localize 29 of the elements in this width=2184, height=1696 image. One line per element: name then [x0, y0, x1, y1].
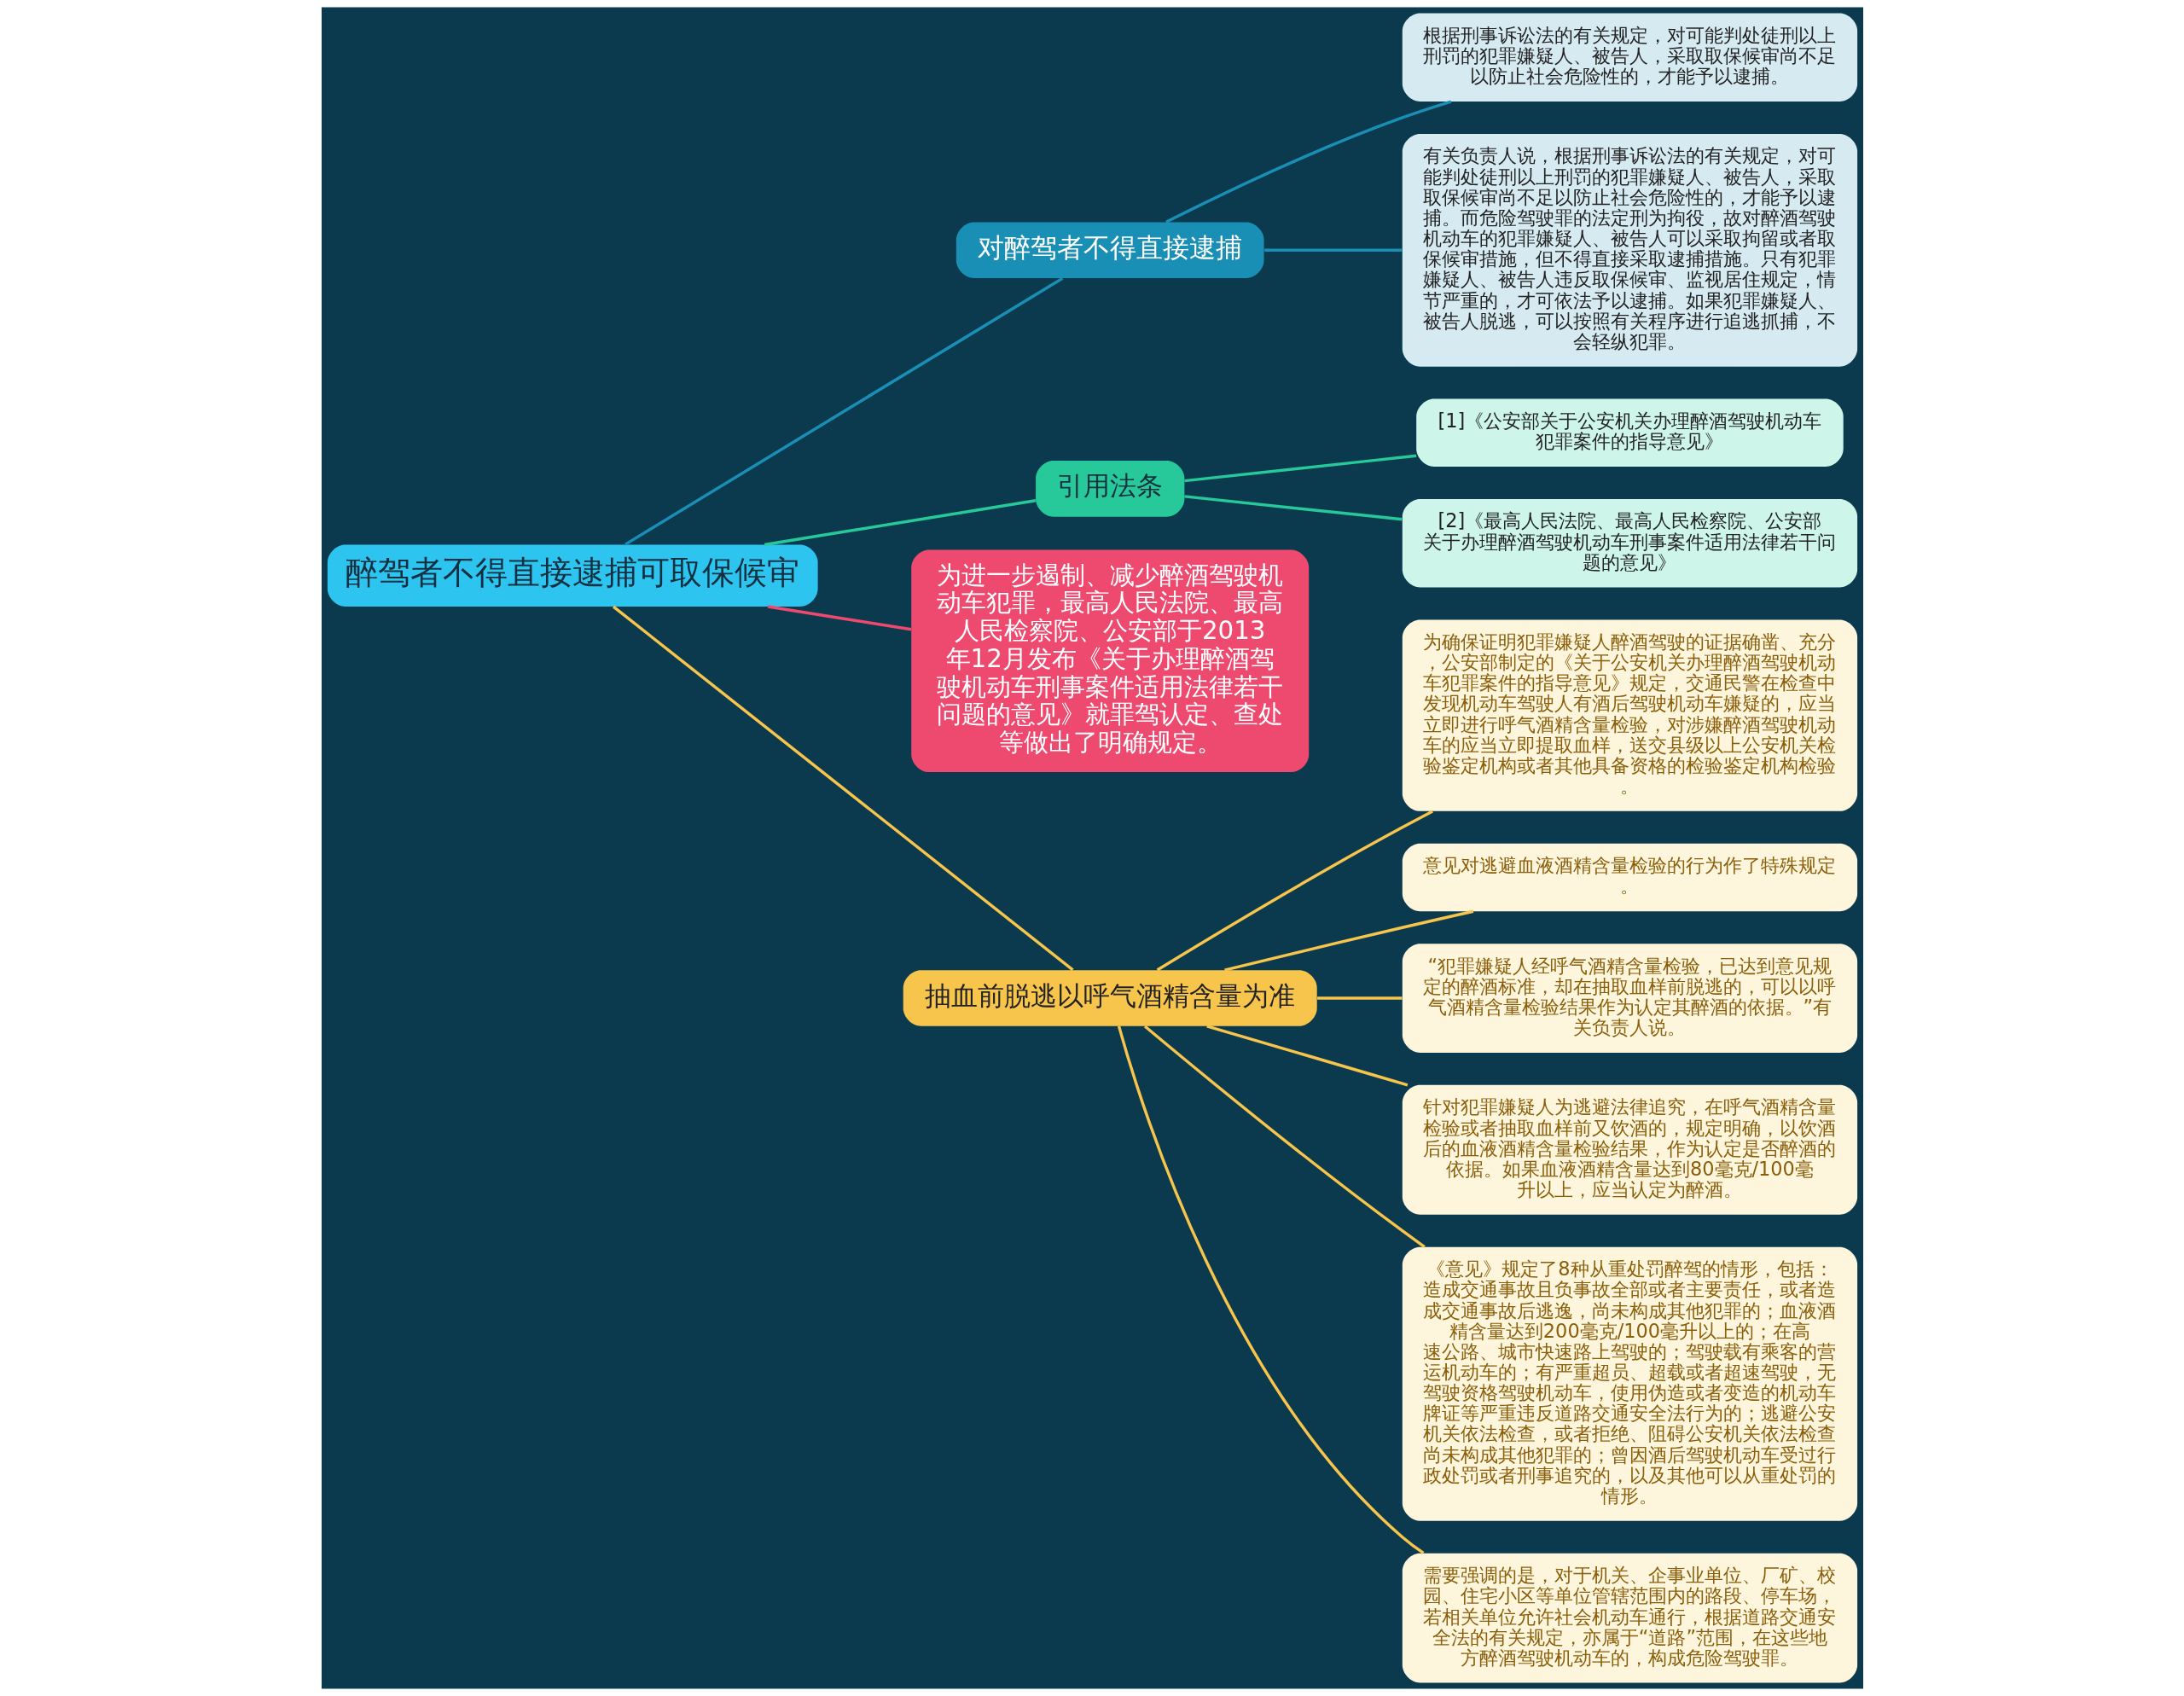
node-box: 《意见》规定了8种从重处罚醉驾的情形，包括：造成交通事故且负事故全部或者主要责任，或者造成交通事故后逃逸，尚未构成其他犯罪的；血液酒精含量达到200毫克/100毫升以上的；在高速公路、城市快速路上驾驶的；驾驶载有乘客的营运机动车的；有严重超员、超载或者超速驾驶，无驾驶资格驾驶机动车，使用伪造或者变造的机动车牌证等严重违反道路交通安全法行为的；逃避公安机关依法检查，或者拒绝、阻碍公安机关依法检查尚未构成其他犯罪的；曾因酒后驾驶机动车受过行政处罚或者刑事追究的，以及其他可以从重处罚的情形。: [1402, 1246, 1857, 1521]
node-box: 意见对逃避血液酒精含量检验的行为作了特殊规定。: [1402, 843, 1857, 912]
connector: [1117, 1025, 1424, 1554]
node-box: [1]《公安部关于公安机关办理醉酒驾驶机动车犯罪案件的指导意见》: [1415, 398, 1844, 467]
node-box: 为进一步遏制、减少醉酒驾驶机动车犯罪，最高人民法院、最高人民检察院、公安部于2013年12月发布《关于办理醉酒驾驶机动车刑事案件适用法律若干问题的意见》就罪驾认定、查处等做出了明确规定。: [910, 549, 1309, 773]
connector: [1183, 495, 1402, 521]
connector: [1205, 1025, 1408, 1087]
node-box: [2]《最高人民法院、最高人民检察院、公安部关于办理醉酒驾驶机动车刑事案件适用法律若干问题的意见》: [1402, 498, 1857, 588]
connector: [1143, 1025, 1426, 1249]
connector: [1156, 810, 1433, 972]
connector: [1316, 996, 1402, 1000]
node-box: 引用法条: [1035, 461, 1184, 517]
connector: [764, 499, 1036, 547]
node-box: 醉驾者不得直接逮捕可取保候审: [327, 544, 818, 607]
node-box: 有关负责人说，根据刑事诉讼法的有关规定，对可能判处徒刑以上刑罚的犯罪嫌疑人、被告人，采取取保候审尚不足以防止社会危险性的，才能予以逮捕。而危险驾驶罪的法定刑为拘役，故对醉酒驾驶机动车的犯罪嫌疑人、被告人可以采取拘留或者取保候审措施，但不得直接采取逮捕措施。只有犯罪嫌疑人、被告人违反取保候审、监视居住规定，情节严重的，才可依法予以逮捕。如果犯罪嫌疑人、被告人脱逃，可以按照有关程序进行追逃抓捕，不会轻纵犯罪。: [1402, 133, 1857, 367]
connector: [1263, 248, 1402, 252]
node-box: 对醉驾者不得直接逮捕: [956, 222, 1264, 279]
connector: [1223, 909, 1473, 972]
node-box: 为确保证明犯罪嫌疑人醉酒驾驶的证据确凿、充分，公安部制定的《关于公安机关办理醉酒驾驶机动车犯罪案件的指导意见》规定，交通民警在检查中发现机动车驾驶人有酒后驾驶机动车嫌疑的，应当立即进行呼气酒精含量检验，对涉嫌醉酒驾驶机动车的应当立即提取血样，送交县级以上公安机关检验鉴定机构或者其他具备资格的检验鉴定机构检验。: [1402, 619, 1857, 811]
node-box: 根据刑事诉讼法的有关规定，对可能判处徒刑以上刑罚的犯罪嫌疑人、被告人，采取取保候审尚不足以防止社会危险性的，才能予以逮捕。: [1402, 13, 1857, 102]
node-box: 需要强调的是，对于机关、企事业单位、厂矿、校园、住宅小区等单位管辖范围内的路段、停车场，若相关单位允许社会机动车通行，根据道路交通安全法的有关规定，亦属于“道路”范围，在这些地方醉酒驾驶机动车的，构成危险驾驶罪。: [1402, 1553, 1857, 1683]
connector: [1165, 100, 1451, 224]
node-box: 针对犯罪嫌疑人为逃避法律追究，在呼气酒精含量检验或者抽取血样前又饮酒的，规定明确，以饮酒后的血液酒精含量检验结果，作为认定是否醉酒的依据。如果血液酒精含量达到80毫克/100毫升以上，应当认定为醉酒。: [1402, 1084, 1857, 1215]
connector: [1183, 454, 1416, 483]
node-box: 抽血前脱逃以呼气酒精含量为准: [903, 970, 1317, 1026]
node-box: “犯罪嫌疑人经呼气酒精含量检验，已达到意见规定的醉酒标准，却在抽取血样前脱逃的，可以以呼气酒精含量检验结果作为认定其醉酒的依据。”有关负责人说。: [1402, 944, 1857, 1053]
connector: [767, 605, 911, 631]
connector: [612, 605, 1074, 972]
connector: [624, 276, 1063, 546]
